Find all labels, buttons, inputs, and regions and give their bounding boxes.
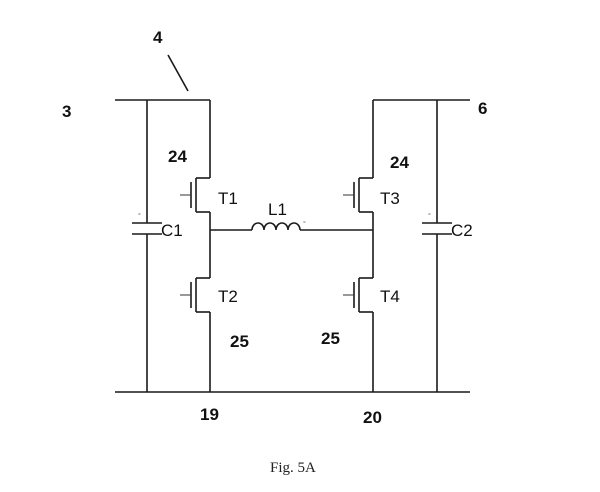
transistor-t3	[343, 177, 373, 213]
ref-24-right: 24	[390, 153, 409, 172]
figure-caption: Fig. 5A	[270, 460, 316, 476]
polarity-mark-c2: °	[428, 212, 431, 220]
transistor-t4	[343, 277, 373, 313]
label-t2: T2	[218, 287, 238, 306]
label-l1: L1	[268, 200, 287, 219]
ref-4: 4	[153, 28, 163, 47]
label-t1: T1	[218, 189, 238, 208]
label-c1: C1	[161, 221, 183, 240]
ref-20: 20	[363, 408, 382, 427]
polarity-mark-c1: °	[138, 212, 141, 220]
ref-19: 19	[200, 405, 219, 424]
label-c2: C2	[451, 221, 473, 240]
ref-25-right: 25	[321, 329, 340, 348]
ref-3: 3	[62, 102, 71, 121]
ref-25-left: 25	[230, 332, 249, 351]
ref-24-left: 24	[168, 147, 187, 166]
label-t4: T4	[380, 287, 400, 306]
polarity-mark-l1: °	[303, 220, 306, 228]
label-t3: T3	[380, 189, 400, 208]
inductor-l1	[210, 222, 373, 231]
transistor-t1	[180, 177, 210, 213]
ref-6: 6	[478, 99, 487, 118]
transistor-t2	[180, 277, 210, 313]
ref-4-leader	[167, 54, 189, 92]
